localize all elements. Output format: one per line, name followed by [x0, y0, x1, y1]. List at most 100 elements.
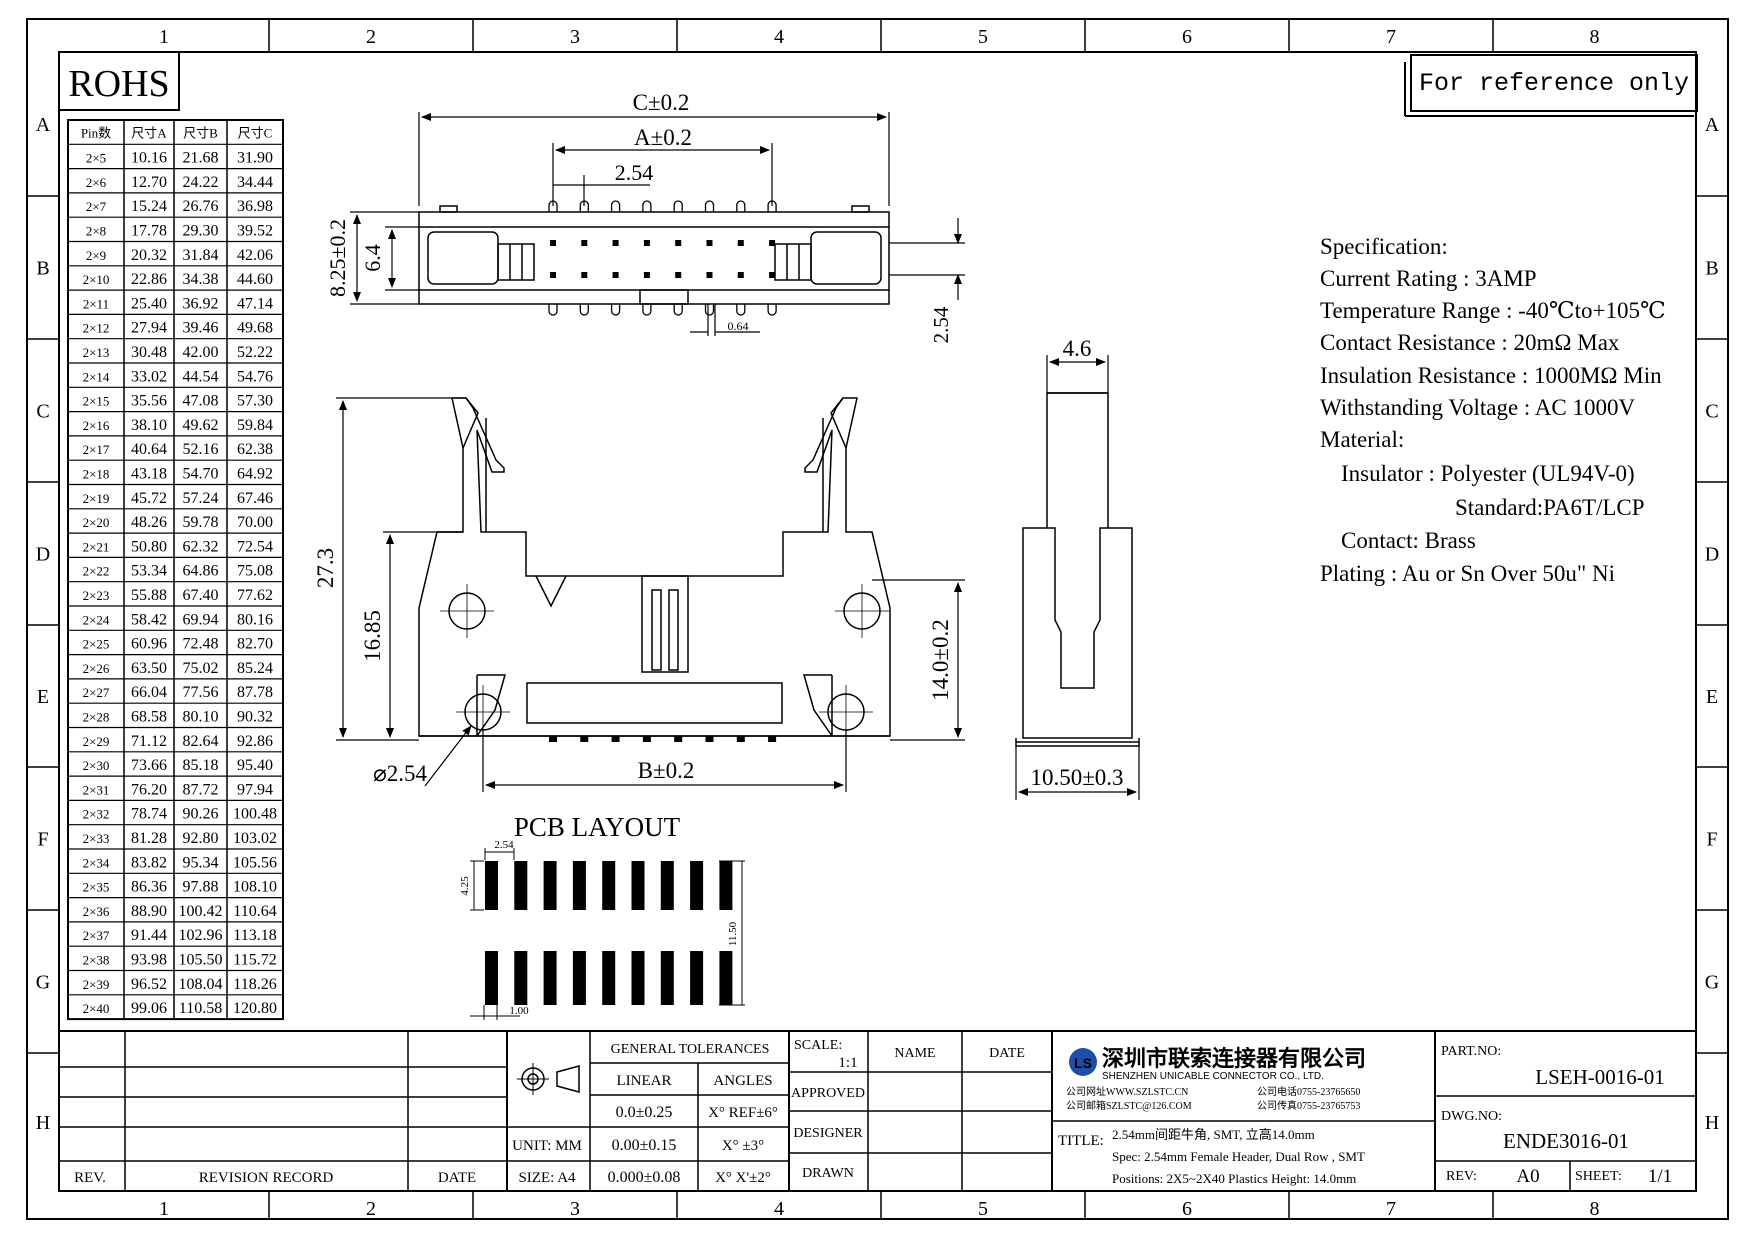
company-mail: 公司邮箱SZLSTC@126.COM — [1066, 1099, 1192, 1112]
table-cell: 52.16 — [183, 441, 219, 458]
table-cell: 92.80 — [183, 830, 219, 847]
table-cell: 2×30 — [83, 758, 110, 773]
specification-block: Specification: Current Rating : 3AMP Tem… — [1320, 234, 1666, 586]
table-cell: 118.26 — [233, 976, 276, 993]
table-cell: 97.88 — [183, 879, 219, 896]
svg-text:LS: LS — [1074, 1055, 1092, 1071]
smt-pin — [736, 736, 745, 742]
table-cell: 31.84 — [183, 247, 219, 264]
table-cell: 2×38 — [83, 953, 110, 968]
table-cell: 26.76 — [183, 198, 219, 215]
table-cell: 80.10 — [183, 709, 219, 726]
pcb-pad — [690, 951, 704, 1005]
smt-pin — [611, 736, 620, 742]
pcb-pad — [719, 861, 733, 910]
table-cell: 57.30 — [237, 393, 273, 410]
table-cell: 39.52 — [237, 223, 273, 240]
contact-square — [643, 240, 650, 246]
table-cell: 2×5 — [86, 151, 106, 166]
table-cell: 2×21 — [83, 539, 110, 554]
table-cell: 2×8 — [86, 224, 106, 239]
table-cell: 2×28 — [83, 710, 110, 725]
table-cell: 40.64 — [131, 441, 167, 458]
projection-symbol-icon — [517, 1063, 580, 1095]
table-cell: 60.96 — [131, 636, 167, 653]
table-cell: 76.20 — [131, 781, 167, 798]
frame-row-label: H — [36, 1112, 50, 1134]
table-cell: 100.48 — [233, 806, 277, 823]
table-cell: 15.24 — [131, 198, 167, 215]
top-view-pins — [548, 200, 777, 316]
table-cell: 21.68 — [183, 150, 219, 167]
frame-row-label: D — [1705, 544, 1719, 566]
table-cell: 2×14 — [83, 369, 110, 384]
table-cell: 2×12 — [83, 321, 110, 336]
table-cell: 44.60 — [237, 271, 273, 288]
contact-square — [737, 272, 744, 278]
table-cell: 71.12 — [131, 733, 167, 750]
frame-row-label: G — [36, 972, 50, 994]
size-label: SIZE: A4 — [518, 1170, 576, 1186]
contact-square — [612, 240, 619, 246]
table-cell: 69.94 — [183, 611, 219, 628]
header-pin — [642, 200, 652, 212]
table-cell: 24.22 — [183, 174, 219, 191]
pcb-pad — [514, 951, 528, 1005]
table-cell: 2×36 — [83, 904, 110, 919]
header-pin — [704, 304, 715, 316]
table-cell: 115.72 — [233, 952, 276, 969]
table-cell: 59.78 — [183, 514, 219, 531]
angle-tolerance: X° X'±2° — [715, 1170, 771, 1186]
table-cell: 47.08 — [183, 393, 219, 410]
table-cell: 78.74 — [131, 806, 167, 823]
top-view-dimensions — [350, 112, 965, 336]
spec-line: Insulation Resistance : 1000MΩ Min — [1320, 363, 1662, 388]
table-cell: 2×35 — [83, 880, 110, 895]
pcb-pad — [602, 861, 616, 910]
front-view-pins — [549, 736, 777, 742]
front-view-dimensions — [336, 397, 965, 792]
unit-label: UNIT: MM — [512, 1138, 582, 1154]
table-cell: 100.42 — [179, 903, 223, 920]
front-height-total-label: 27.3 — [313, 548, 338, 588]
table-cell: 43.18 — [131, 466, 167, 483]
table-cell: 22.86 — [131, 271, 167, 288]
pcb-pad — [572, 861, 586, 910]
table-cell: 57.24 — [183, 490, 219, 507]
smt-pin — [642, 736, 651, 742]
linear-tolerance: 0.00±0.15 — [612, 1137, 677, 1154]
frame-column-label: 6 — [1182, 1198, 1192, 1220]
rohs-box — [58, 51, 180, 111]
frame-row-label: E — [1706, 686, 1718, 708]
pcb-pad — [485, 861, 498, 910]
frame-column-label: 4 — [774, 1198, 784, 1220]
title-line: Positions: 2X5~2X40 Plastics Height: 14.… — [1112, 1171, 1356, 1186]
frame-column-label: 5 — [978, 26, 988, 48]
table-cell: 59.84 — [237, 417, 273, 434]
pcb-pad — [485, 951, 498, 1005]
frame-column-label: 8 — [1590, 26, 1600, 48]
table-cell: 90.32 — [237, 709, 273, 726]
height-inner-label: 6.4 — [360, 244, 385, 272]
pcb-pad — [719, 951, 733, 1005]
company-web: 公司网址WWW.SZLSTC.CN — [1066, 1085, 1188, 1098]
table-cell: 2×22 — [83, 564, 110, 579]
table-header-cell: Pin数 — [81, 125, 111, 140]
table-cell: 2×6 — [86, 175, 107, 190]
table-cell: 2×19 — [83, 491, 110, 506]
sheet-frame — [26, 18, 1729, 1220]
table-header-cell: 尺寸A — [131, 125, 167, 140]
table-cell: 64.86 — [183, 563, 219, 580]
top-view — [418, 205, 890, 305]
table-cell: 2×25 — [83, 637, 110, 652]
table-cell: 95.34 — [183, 854, 219, 871]
table-cell: 42.00 — [183, 344, 219, 361]
pcb-pad-length-label: 4.25 — [459, 876, 471, 896]
header-pin — [548, 304, 558, 316]
table-cell: 34.38 — [183, 271, 219, 288]
dwg-no-label: DWG.NO: — [1441, 1109, 1502, 1124]
table-cell: 91.44 — [131, 927, 167, 944]
